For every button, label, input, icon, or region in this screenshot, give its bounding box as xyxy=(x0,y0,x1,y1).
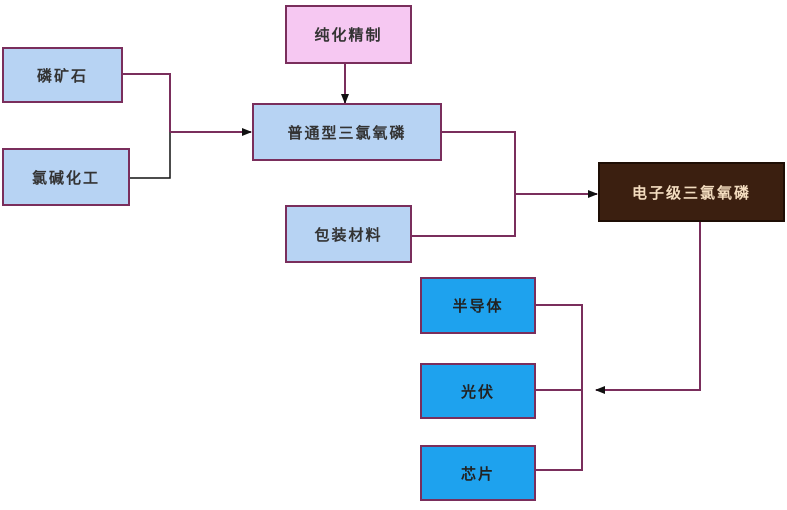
node-chlor-alkali: 氯碱化工 xyxy=(2,148,130,206)
connector-packaging xyxy=(412,194,516,237)
node-electronic-pocl3-label: 电子级三氯氧磷 xyxy=(631,183,751,202)
connector-ore xyxy=(123,73,171,132)
node-ordinary-pocl3: 普通型三氯氧磷 xyxy=(252,103,442,161)
node-purification: 纯化精制 xyxy=(285,5,412,64)
connector-chlor xyxy=(130,132,171,179)
node-electronic-pocl3: 电子级三氯氧磷 xyxy=(598,162,785,222)
node-packaging: 包装材料 xyxy=(285,205,412,263)
node-photovoltaic: 光伏 xyxy=(420,363,536,419)
node-chip-label: 芯片 xyxy=(460,464,495,483)
connector-ordinary xyxy=(442,131,516,194)
node-phosphate-ore-label: 磷矿石 xyxy=(36,66,88,85)
node-chip: 芯片 xyxy=(420,445,536,501)
connector-electronic xyxy=(595,222,701,394)
node-ordinary-pocl3-label: 普通型三氯氧磷 xyxy=(287,123,407,142)
node-packaging-label: 包装材料 xyxy=(314,225,383,244)
node-chlor-alkali-label: 氯碱化工 xyxy=(31,168,100,187)
node-photovoltaic-label: 光伏 xyxy=(460,382,495,401)
node-phosphate-ore: 磷矿石 xyxy=(2,47,123,103)
node-semiconductor-label: 半导体 xyxy=(452,297,504,315)
connector-chip xyxy=(536,390,583,471)
node-semiconductor: 半导体 xyxy=(420,277,536,334)
node-purification-label: 纯化精制 xyxy=(314,26,383,44)
connector-semiconductor xyxy=(536,304,583,390)
